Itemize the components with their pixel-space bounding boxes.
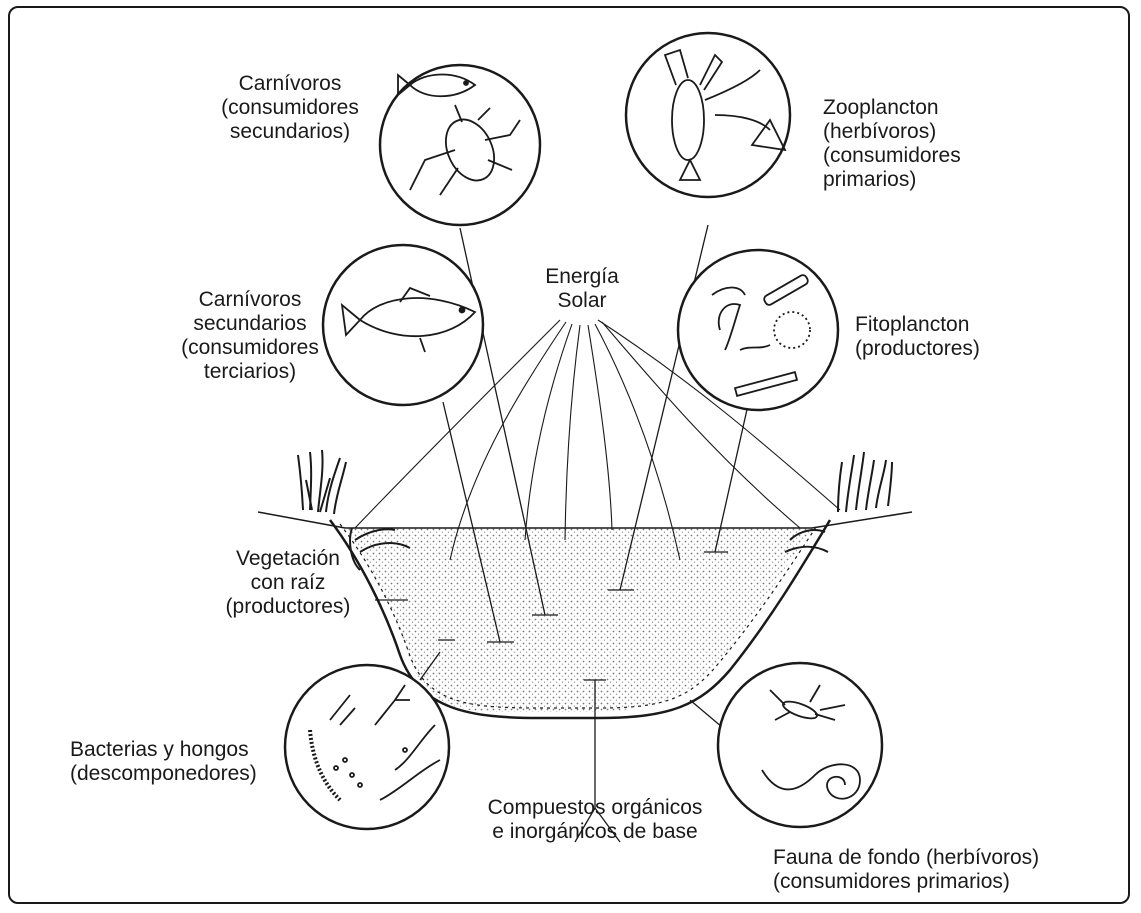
label-vegetacion: Vegetación con raíz (productores): [208, 547, 368, 619]
label-bacterias: Bacterias y hongos (descomponedores): [70, 738, 300, 786]
circle-carnivoros-secundarios: [323, 245, 483, 405]
circle-fitoplancton: [678, 250, 838, 410]
label-carnivoros-secundarios: Carnívoros secundarios (consumidores ter…: [160, 288, 340, 384]
label-zooplancton: Zooplancton (herbívoros) (consumidores p…: [823, 96, 1023, 192]
label-fitoplancton: Fitoplancton (productores): [855, 313, 1055, 361]
circle-zooplancton: [626, 33, 790, 197]
circle-bacterias: [285, 665, 449, 829]
label-energia-solar: Energía Solar: [522, 265, 642, 313]
label-carnivoros: Carnívoros (consumidores secundarios): [190, 72, 390, 144]
ground-left: [258, 512, 345, 528]
label-compuestos: Compuestos orgánicos e inorgánicos de ba…: [470, 796, 720, 844]
label-fauna: Fauna de fondo (herbívoros) (consumidore…: [773, 846, 1073, 894]
circle-fauna: [718, 663, 882, 827]
ground-right: [812, 512, 912, 528]
circle-carnivoros: [380, 65, 540, 225]
